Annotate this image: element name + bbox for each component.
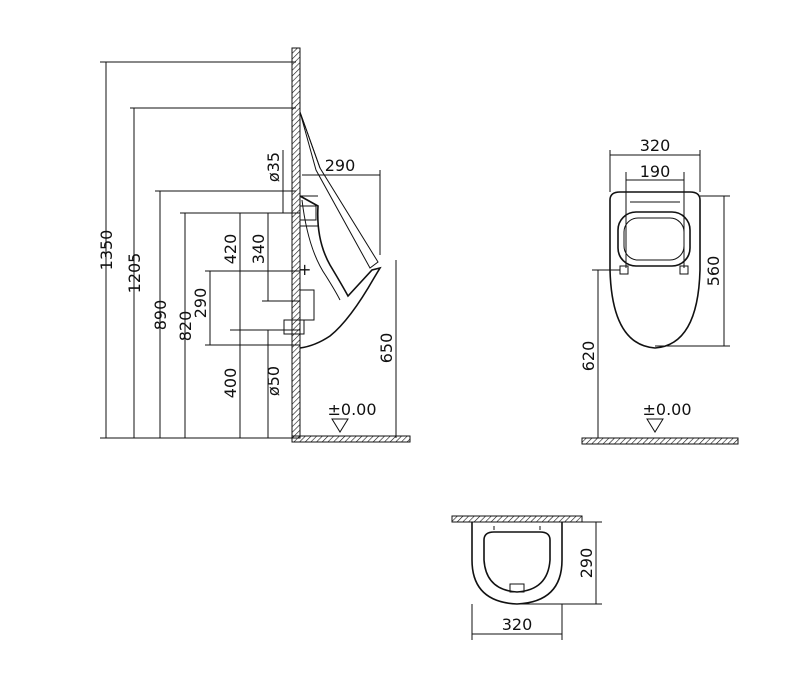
waste-fitting: [283, 319, 305, 335]
dim-d50: ø50: [264, 366, 283, 396]
dim-340: 340: [249, 234, 268, 265]
urinal-body-profile: [299, 195, 382, 349]
front-floor: [581, 437, 739, 445]
dim-560-front: 560: [704, 256, 723, 287]
dim-290-horizontal: 290: [325, 156, 356, 175]
svg-text:+: +: [298, 260, 311, 279]
top-bowl-inner: [483, 531, 551, 593]
dim-1205: 1205: [125, 253, 144, 294]
front-view: 320 190 560 620 ±0.00: [579, 136, 739, 445]
dim-320-front: 320: [640, 136, 671, 155]
dim-d35: ø35: [264, 152, 283, 182]
top-wall: [451, 515, 583, 523]
level-mark-side: ±0.00: [327, 400, 376, 419]
top-view: 290 320: [451, 515, 602, 640]
side-view: + 1350 1205 890 820 420 340 290 400 ø35 …: [97, 47, 411, 443]
dim-890: 890: [151, 300, 170, 331]
dim-400: 400: [221, 368, 240, 399]
front-bowl-outer: [609, 191, 701, 349]
trap: [299, 289, 315, 321]
dim-620-front: 620: [579, 341, 598, 372]
dim-650: 650: [377, 333, 396, 364]
wall: [291, 47, 301, 439]
dim-820: 820: [176, 311, 195, 342]
level-mark-front: ±0.00: [642, 400, 691, 419]
inlet-fitting: [299, 205, 317, 221]
dim-290-vertical: 290: [191, 288, 210, 319]
dim-190-front: 190: [640, 162, 671, 181]
floor: [291, 435, 411, 443]
level-triangle-side: [331, 418, 349, 433]
dim-290-top: 290: [577, 548, 596, 579]
dim-320-top: 320: [502, 615, 533, 634]
dim-1350: 1350: [97, 230, 116, 271]
dim-420: 420: [221, 234, 240, 265]
dimension-lines: [105, 62, 397, 438]
level-triangle-front: [646, 418, 664, 433]
front-bowl-inner: [617, 211, 691, 267]
